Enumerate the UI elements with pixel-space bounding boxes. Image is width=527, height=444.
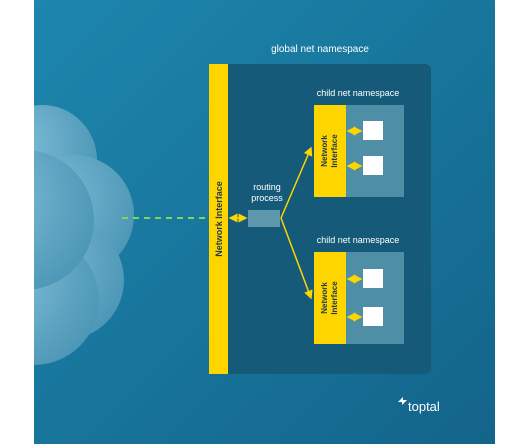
outer-interface-label: Network Interface xyxy=(214,181,224,257)
routing-label-line1: routing xyxy=(253,182,281,192)
namespace-diagram: global net namespace Network Interface r… xyxy=(34,0,495,444)
child-top-process-2 xyxy=(363,156,383,175)
child-bottom-interface-line2: Interface xyxy=(330,281,339,315)
child-top-interface-line1: Network xyxy=(320,135,329,167)
child-top-process-1 xyxy=(363,121,383,140)
child-top-network-interface xyxy=(314,105,346,197)
brand-wordmark: toptal xyxy=(408,399,440,414)
routing-label-line2: process xyxy=(251,193,283,203)
child-bottom-interface-line1: Network xyxy=(320,282,329,314)
toptal-logo-icon xyxy=(398,397,407,405)
routing-process-box xyxy=(248,210,280,227)
route-arrow-bottom xyxy=(280,217,313,300)
child-bottom-network-interface xyxy=(314,252,346,344)
child-bottom-process-2 xyxy=(363,307,383,326)
child-namespace-bottom-label: child net namespace xyxy=(317,235,400,245)
child-bottom-process-1 xyxy=(363,269,383,288)
global-namespace-label: global net namespace xyxy=(271,44,369,55)
child-top-interface-line2: Interface xyxy=(330,134,339,168)
diagram-canvas: global net namespace Network Interface r… xyxy=(34,0,495,444)
child-namespace-top-label: child net namespace xyxy=(317,88,400,98)
outer-network-interface xyxy=(209,64,228,374)
cloud-icon xyxy=(34,105,134,365)
route-arrow-top xyxy=(280,146,313,219)
